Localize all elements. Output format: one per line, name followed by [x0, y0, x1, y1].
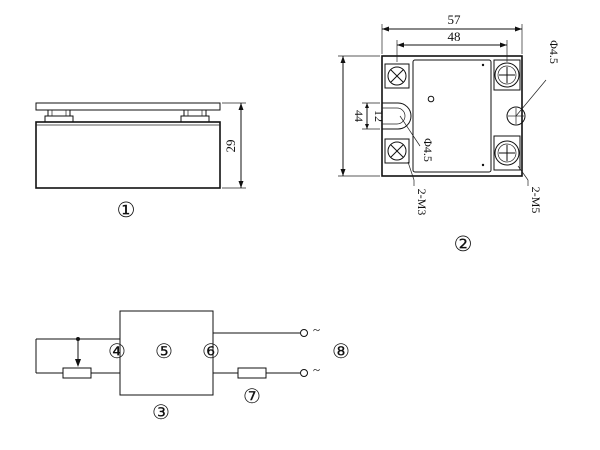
label-panel — [412, 59, 492, 173]
side-height-dimension: 29 — [222, 102, 246, 189]
load-resistor — [237, 367, 267, 379]
ac-symbol-top: ~ — [313, 322, 320, 337]
side-view-label: ① — [117, 198, 136, 222]
circuit-label: ③ — [152, 400, 170, 424]
m3-callout: 2-M3 — [407, 161, 429, 216]
small-screw-top-icon — [384, 63, 410, 89]
side-left-terminal — [44, 109, 74, 123]
m5-callout: 2-M5 — [517, 165, 543, 214]
right-mounting-hole — [506, 79, 547, 126]
side-body — [35, 121, 221, 189]
slot-height-dimension: 12 — [362, 102, 386, 130]
control-resistor — [62, 367, 92, 379]
small-screw-bottom-icon — [384, 138, 410, 164]
input-terminal-label: ④ — [108, 339, 126, 363]
width-outer-dimension: 57 — [381, 12, 523, 54]
width-outer-label: 57 — [448, 12, 462, 27]
slot-height-label: 12 — [372, 110, 386, 122]
width-inner-label: 48 — [448, 29, 461, 44]
large-screw-bottom-icon — [493, 135, 521, 171]
m3-label: 2-M3 — [415, 189, 429, 216]
load-label: ⑦ — [243, 384, 261, 408]
side-right-terminal — [180, 109, 210, 123]
output-terminal-label: ⑥ — [202, 339, 220, 363]
right-hole-diameter-label: Φ4.5 — [547, 40, 561, 64]
width-inner-dimension: 48 — [396, 29, 508, 62]
relay-body-box — [119, 310, 214, 396]
circuit-diagram: ~ ~ ④ ⑤ ⑥ ⑧ ⑦ ③ — [35, 310, 350, 424]
ac-symbol-bottom: ~ — [313, 362, 320, 377]
ac-supply-label: ⑧ — [332, 339, 350, 363]
slot-diameter-callout: Φ4.5 — [399, 115, 435, 162]
top-view-label: ② — [454, 232, 473, 256]
side-height-label: 29 — [223, 140, 238, 153]
relay-body-label: ⑤ — [155, 339, 173, 363]
top-view: 57 48 44 12 — [338, 12, 561, 256]
ac-terminal-bottom — [300, 369, 308, 377]
large-screw-top-icon — [493, 59, 521, 91]
height-outer-label: 44 — [352, 110, 366, 122]
side-top-plate — [35, 102, 221, 111]
slot-diameter-label: Φ4.5 — [421, 138, 435, 162]
m5-label: 2-M5 — [529, 187, 543, 214]
side-view: 29 ① — [35, 102, 246, 222]
height-outer-dimension: 44 — [338, 55, 380, 177]
mounting-slot — [382, 102, 412, 130]
ac-terminal-top — [300, 329, 308, 337]
indicator-led — [427, 95, 435, 103]
